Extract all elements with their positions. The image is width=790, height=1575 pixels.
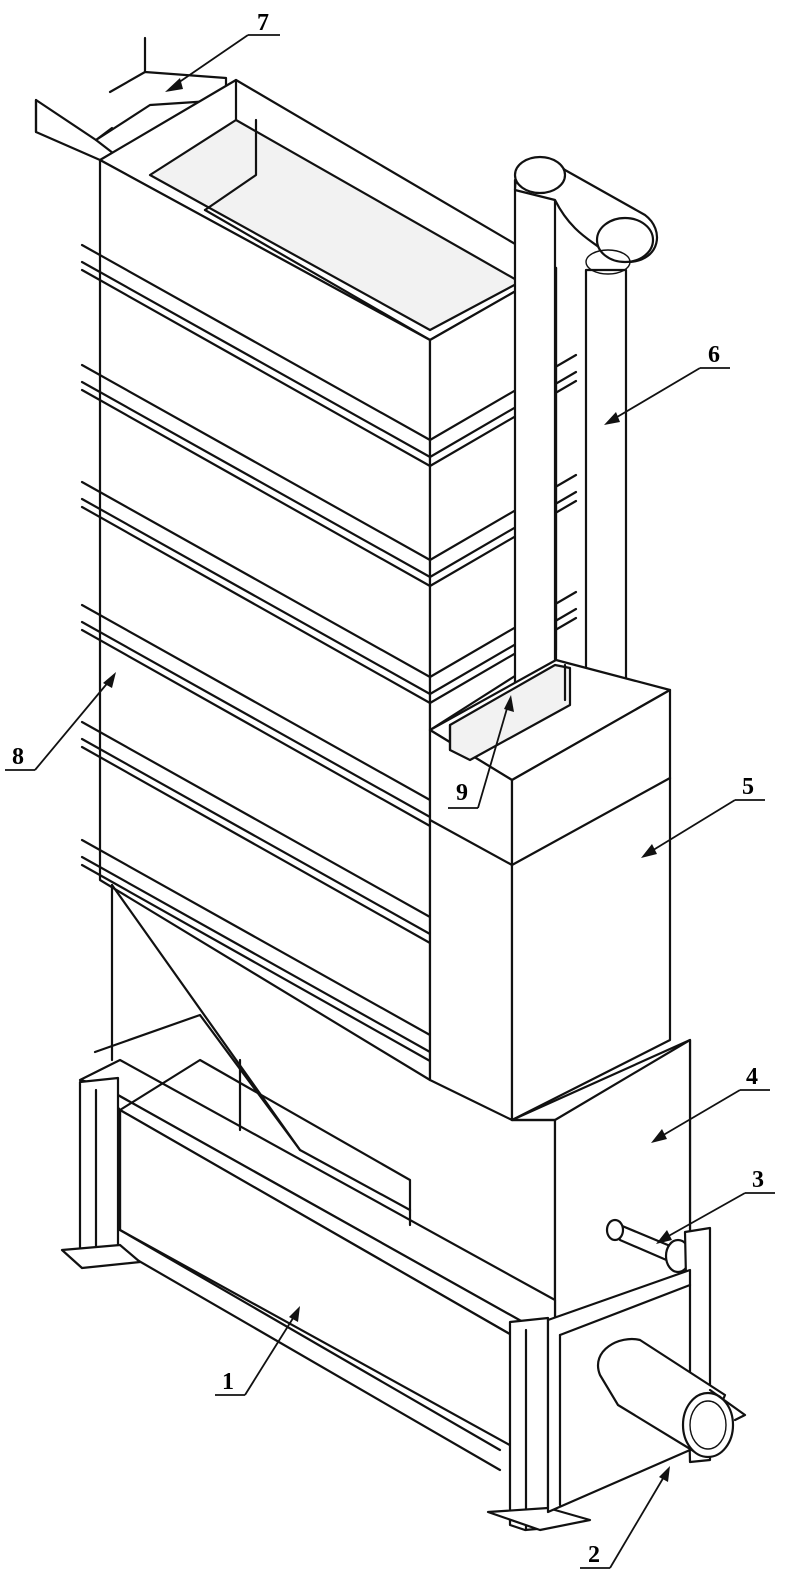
label-4: 4 [746, 1064, 758, 1090]
label-3: 3 [752, 1167, 764, 1193]
label-texts: 7 6 8 9 5 4 3 1 2 [12, 10, 764, 1568]
box-4 [510, 1038, 692, 1342]
label-6: 6 [708, 342, 720, 368]
base-trough [78, 1013, 557, 1472]
label-8: 8 [12, 744, 24, 770]
label-leaders [5, 34, 775, 1569]
pipe [513, 155, 659, 742]
label-2: 2 [588, 1542, 600, 1568]
label-1: 1 [222, 1369, 234, 1395]
label-7: 7 [257, 10, 269, 36]
label-5: 5 [742, 774, 754, 800]
end-box [546, 1268, 747, 1514]
label-9: 9 [456, 780, 468, 806]
box-5 [428, 658, 672, 1122]
